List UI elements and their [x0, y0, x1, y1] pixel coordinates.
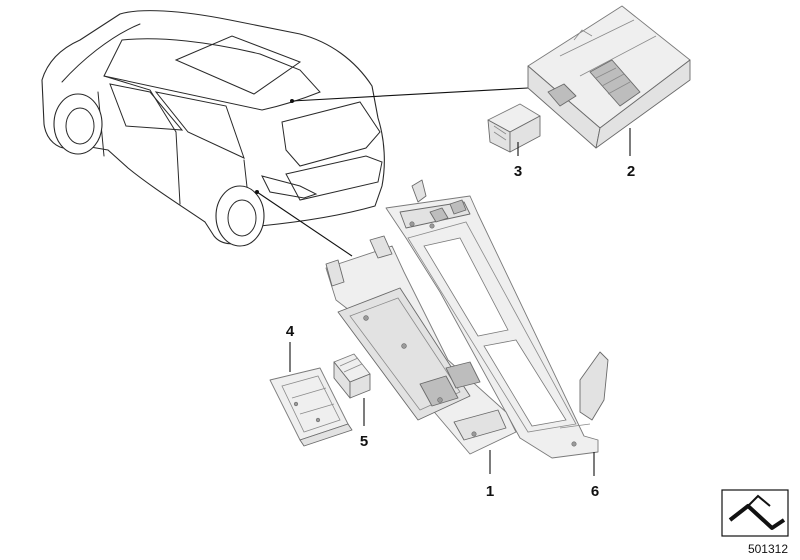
frame-bracket-part6 — [385, 179, 609, 459]
callout-part5: 5 — [360, 433, 368, 450]
control-unit-part2 — [527, 5, 691, 149]
module-part3 — [487, 103, 541, 153]
box-plate-part4 — [269, 367, 353, 447]
callout-part4: 4 — [286, 323, 295, 340]
clip-part5 — [333, 353, 371, 399]
callout-part2: 2 — [627, 163, 635, 180]
callout-part3: 3 — [514, 163, 522, 180]
leader-roof-to-part2 — [291, 87, 529, 102]
callout-part6: 6 — [591, 483, 599, 500]
catalog-symbol-icon — [721, 489, 789, 537]
callout-part1: 1 — [486, 483, 494, 500]
vehicle-outline — [41, 10, 385, 247]
document-number: 501312 — [748, 542, 788, 556]
leader-rear-to-bracket — [256, 191, 353, 257]
mounting-plate-part1 — [325, 235, 517, 455]
